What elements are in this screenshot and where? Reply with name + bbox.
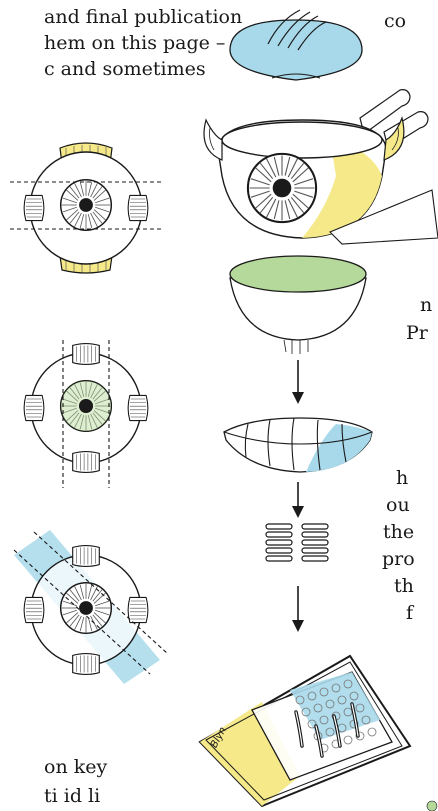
eyeball-vertical-cut-icon	[24, 340, 148, 488]
arrow-down-icon	[292, 482, 304, 518]
lens-slices-icon	[266, 524, 328, 561]
microscope-slide-icon: Blyn	[200, 656, 410, 806]
arrow-down-icon	[292, 586, 304, 632]
arrow-down-icon	[292, 360, 304, 404]
lens-bowl-icon	[230, 256, 366, 354]
sliced-segments-icon	[224, 418, 372, 472]
exploded-eyeball-icon	[204, 10, 438, 244]
green-dot-icon	[427, 801, 437, 811]
eyeball-horizontal-cut-icon	[10, 143, 162, 273]
eyeball-diagonal-cut-icon	[14, 530, 168, 684]
